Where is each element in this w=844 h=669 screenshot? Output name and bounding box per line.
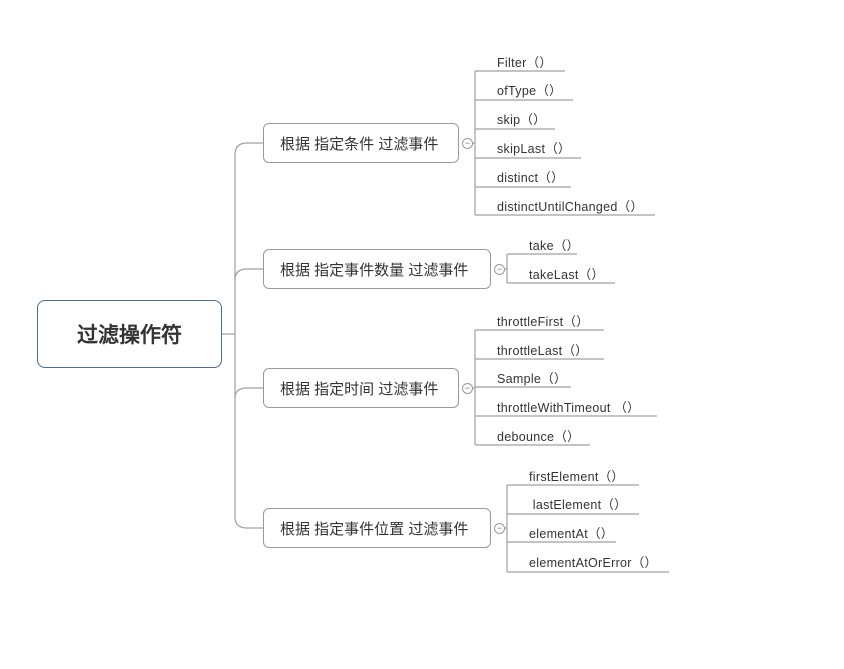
branch-node-position[interactable]: 根据 指定事件位置 过滤事件 <box>263 508 491 548</box>
trunk-to-branch-2 <box>234 268 263 281</box>
leaf-take[interactable]: take（） <box>529 239 580 253</box>
leaf-firstelement[interactable]: firstElement（） <box>529 470 625 484</box>
trunk-to-branch-3 <box>234 387 263 399</box>
branch-node-condition[interactable]: 根据 指定条件 过滤事件 <box>263 123 459 163</box>
leaf-elementatorerror[interactable]: elementAtOrError（） <box>529 556 658 570</box>
root-node[interactable]: 过滤操作符 <box>37 300 222 368</box>
leaf-throttlefirst[interactable]: throttleFirst（） <box>497 315 590 329</box>
collapse-toggle-icon[interactable]: − <box>494 523 505 534</box>
leaf-sample[interactable]: Sample（） <box>497 372 567 386</box>
branch-node-count[interactable]: 根据 指定事件数量 过滤事件 <box>263 249 491 289</box>
collapse-toggle-icon[interactable]: − <box>462 383 473 394</box>
leaf-elementat[interactable]: elementAt（） <box>529 527 614 541</box>
collapse-toggle-icon[interactable]: − <box>494 264 505 275</box>
leaf-takelast[interactable]: takeLast（） <box>529 268 605 282</box>
trunk-to-branch-4 <box>234 516 263 529</box>
leaf-lastelement[interactable]: lastElement（） <box>529 498 627 512</box>
collapse-toggle-icon[interactable]: − <box>462 138 473 149</box>
leaf-throttlelast[interactable]: throttleLast（） <box>497 344 589 358</box>
leaf-oftype[interactable]: ofType（） <box>497 84 562 98</box>
leaf-debounce[interactable]: debounce（） <box>497 430 580 444</box>
leaf-skip[interactable]: skip（） <box>497 113 547 127</box>
trunk-to-branch-1 <box>234 142 263 156</box>
leaf-skiplast[interactable]: skipLast（） <box>497 142 571 156</box>
leaf-throttlewithtimeout[interactable]: throttleWithTimeout （） <box>497 401 640 415</box>
branch-node-time[interactable]: 根据 指定时间 过滤事件 <box>263 368 459 408</box>
leaf-distinct[interactable]: distinct（） <box>497 171 564 185</box>
leaf-distinct-until-changed[interactable]: distinctUntilChanged（） <box>497 200 644 214</box>
leaf-filter[interactable]: Filter（） <box>497 56 553 70</box>
